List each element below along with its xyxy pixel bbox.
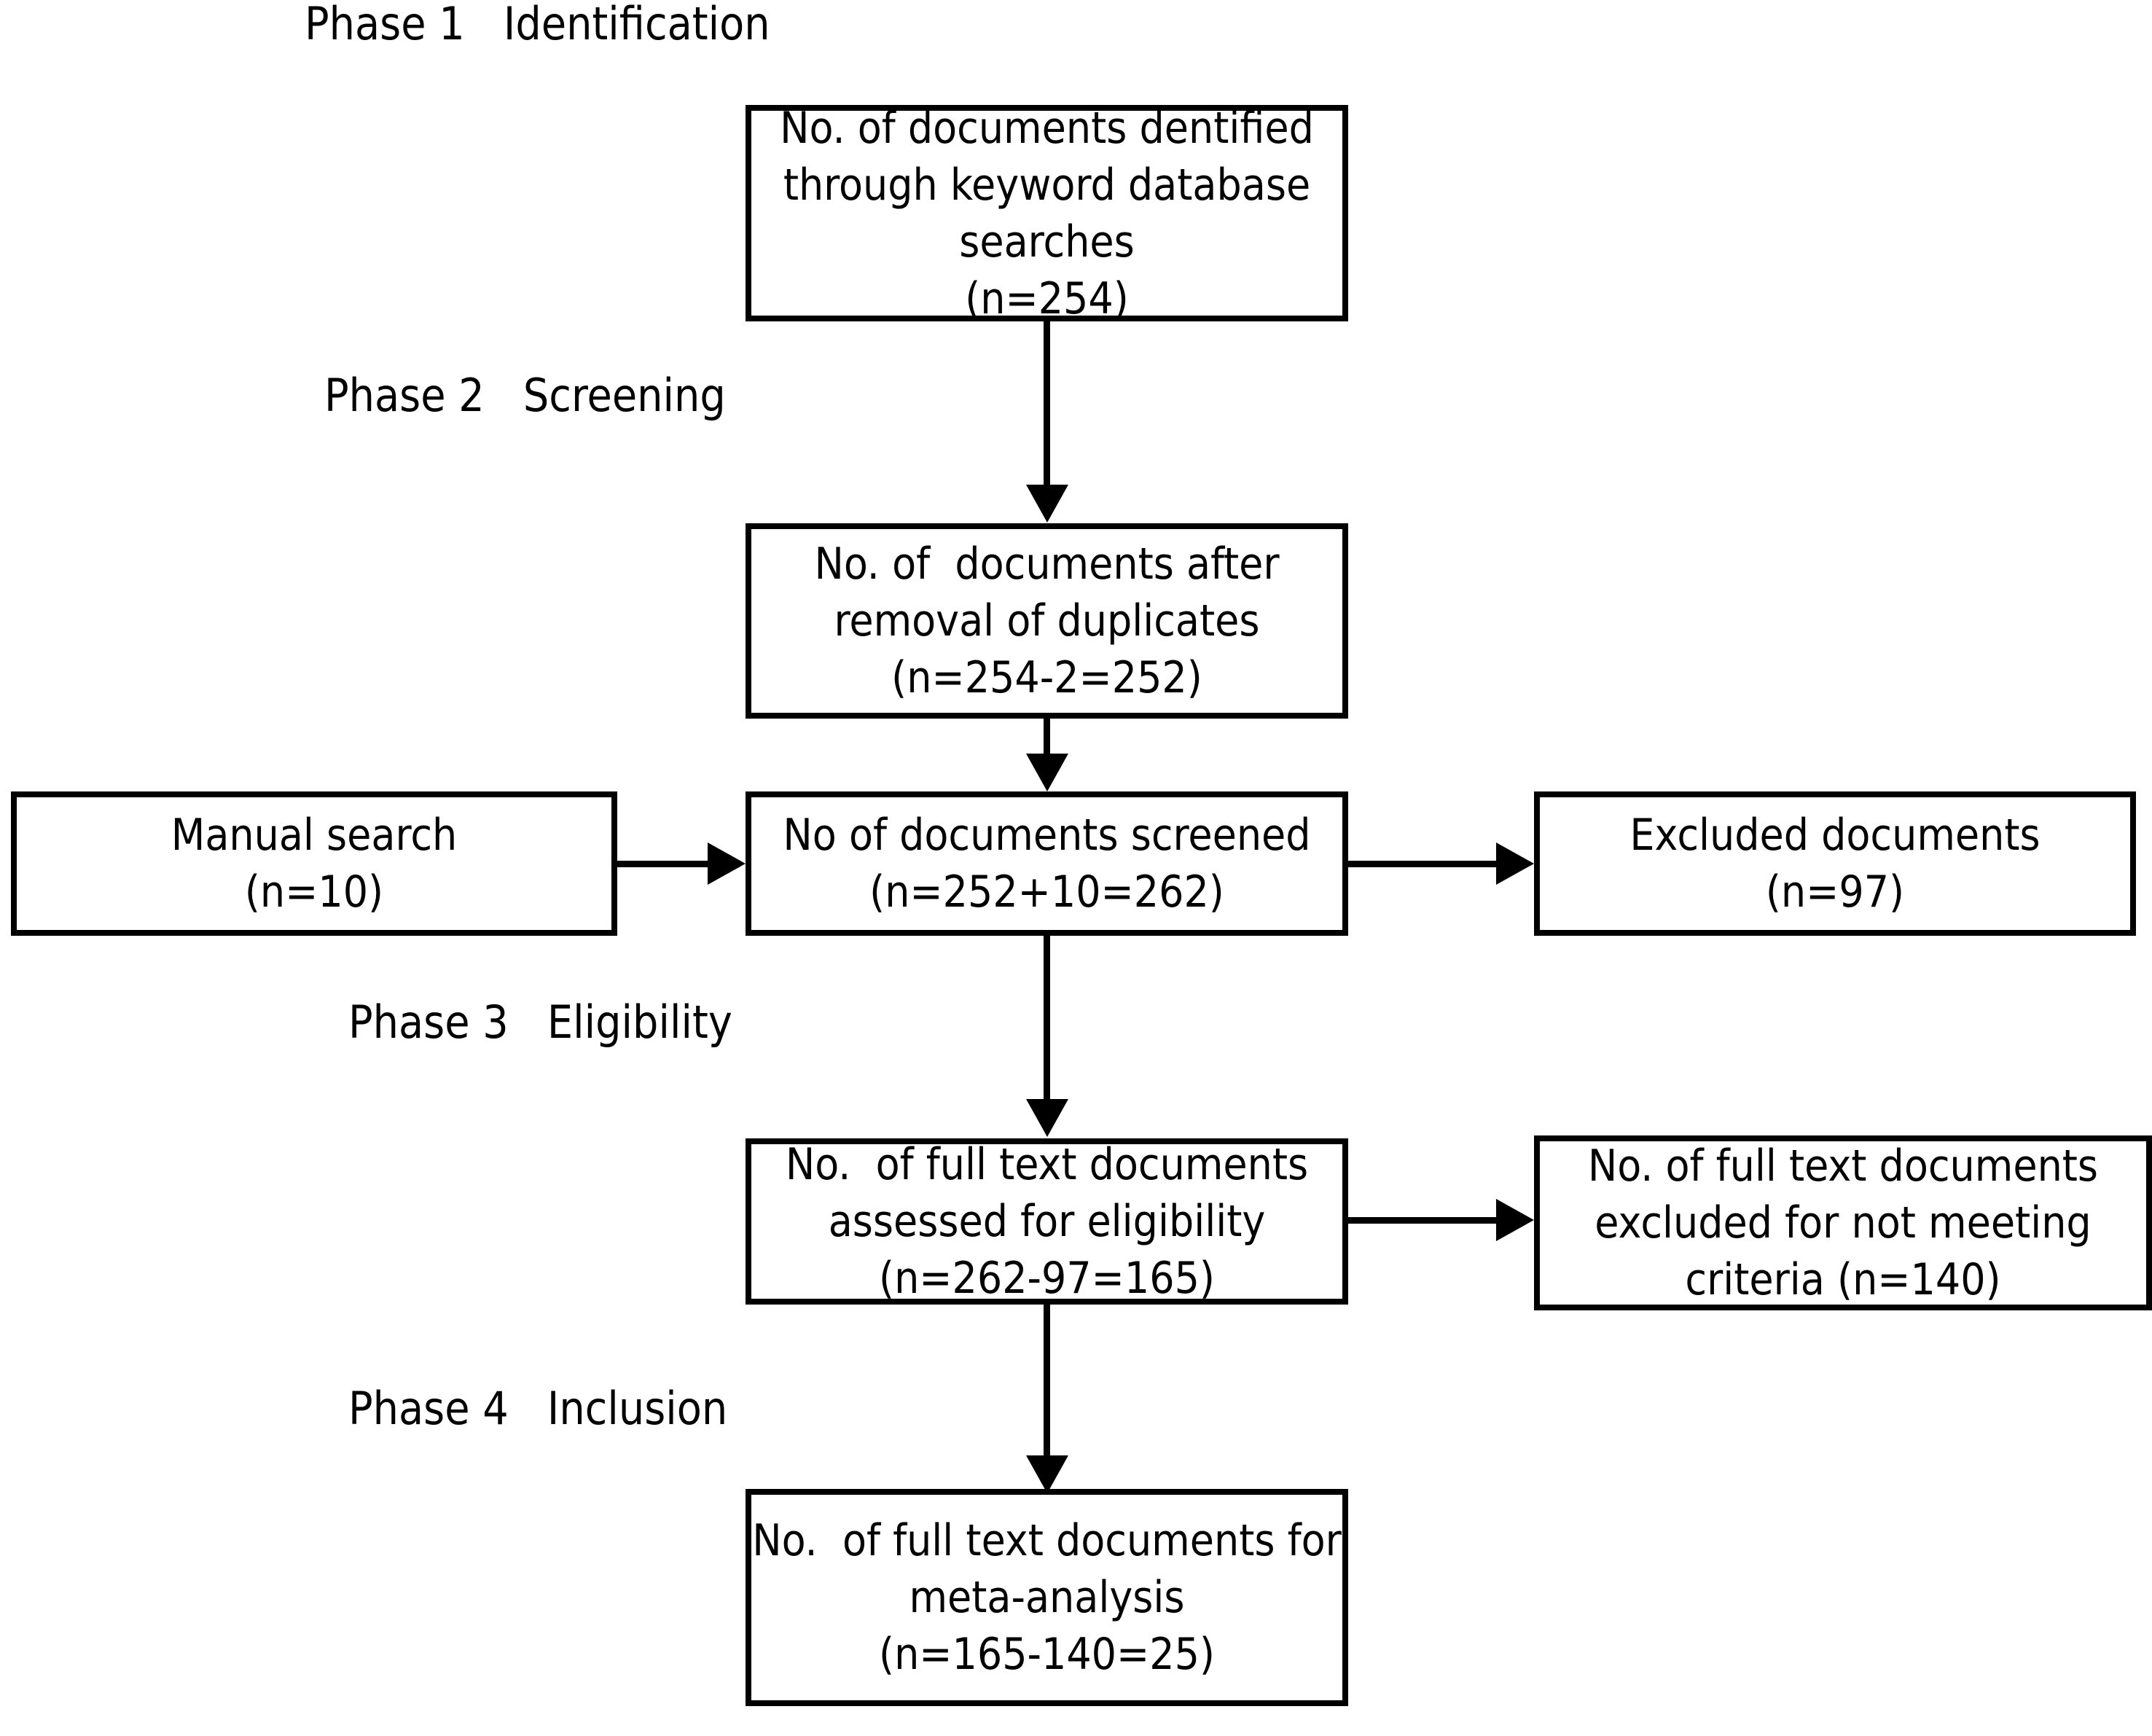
box-after-removal-of-duplicates: No. of documents after removal of duplic… bbox=[746, 523, 1348, 719]
box-excluded-not-meeting-criteria: No. of full text documents excluded for … bbox=[1534, 1135, 2152, 1310]
connector-screened-to-assessed-arrowhead bbox=[1026, 1099, 1068, 1137]
connector-assessed-to-included-line bbox=[1044, 1305, 1050, 1461]
box-excluded-documents-line-1: Excluded documents bbox=[1629, 810, 2041, 861]
box-after-removal-of-duplicates-count: (n=254-2=252) bbox=[891, 652, 1202, 703]
connector-screened-to-assessed-line bbox=[1044, 936, 1050, 1100]
connector-identified-to-after-duplicates-line bbox=[1044, 321, 1050, 486]
box-documents-identified-line-2: through keyword database bbox=[783, 159, 1311, 211]
box-documents-identified-line-1: No. of documents dentified bbox=[780, 102, 1314, 154]
box-manual-search-count: (n=10) bbox=[244, 867, 384, 918]
box-manual-search-line-1: Manual search bbox=[171, 810, 458, 861]
box-assessed-for-eligibility: No. of full text documents assessed for … bbox=[746, 1138, 1348, 1305]
connector-assessed-to-excluded-criteria-arrowhead bbox=[1496, 1199, 1534, 1241]
box-after-removal-of-duplicates-line-2: removal of duplicates bbox=[834, 595, 1260, 646]
box-after-removal-of-duplicates-line-1: No. of documents after bbox=[814, 539, 1280, 590]
box-assessed-for-eligibility-count: (n=262-97=165) bbox=[879, 1253, 1215, 1304]
box-excluded-not-meeting-criteria-count: criteria (n=140) bbox=[1685, 1254, 2001, 1305]
box-documents-identified-count: (n=254) bbox=[965, 273, 1129, 324]
phase-label-inclusion: Phase 4 Inclusion bbox=[348, 1382, 728, 1435]
connector-manual-search-to-screened-arrowhead bbox=[708, 842, 746, 885]
box-assessed-for-eligibility-line-2: assessed for eligibility bbox=[828, 1196, 1266, 1247]
box-documents-identified-line-3: searches bbox=[959, 216, 1135, 267]
connector-after-duplicates-to-screened-line bbox=[1044, 719, 1050, 757]
box-documents-screened-count: (n=252+10=262) bbox=[869, 867, 1224, 918]
box-excluded-not-meeting-criteria-line-2: excluded for not meeting bbox=[1595, 1197, 2092, 1248]
box-included-meta-analysis-line-1: No. of full text documents for bbox=[752, 1515, 1342, 1566]
connector-assessed-to-included-arrowhead bbox=[1026, 1455, 1068, 1493]
box-excluded-not-meeting-criteria-line-1: No. of full text documents bbox=[1587, 1141, 2099, 1192]
box-assessed-for-eligibility-line-1: No. of full text documents bbox=[785, 1139, 1309, 1190]
box-documents-screened-line-1: No of documents screened bbox=[783, 810, 1311, 861]
connector-screened-to-excluded-arrowhead bbox=[1496, 842, 1534, 885]
box-included-meta-analysis: No. of full text documents for meta-anal… bbox=[746, 1489, 1348, 1706]
box-documents-screened: No of documents screened (n=252+10=262) bbox=[746, 791, 1348, 936]
box-excluded-documents-count: (n=97) bbox=[1765, 867, 1905, 918]
box-included-meta-analysis-count: (n=165-140=25) bbox=[879, 1629, 1215, 1680]
box-documents-identified: No. of documents dentified through keywo… bbox=[746, 103, 1348, 324]
phase-label-eligibility: Phase 3 Eligibility bbox=[348, 996, 732, 1049]
box-excluded-documents: Excluded documents (n=97) bbox=[1534, 791, 2136, 936]
connector-screened-to-excluded-line bbox=[1348, 861, 1501, 867]
phase-label-screening: Phase 2 Screening bbox=[324, 369, 726, 422]
phase-label-identification: Phase 1 Identification bbox=[305, 0, 770, 50]
connector-identified-to-after-duplicates-arrowhead bbox=[1026, 485, 1068, 523]
box-included-meta-analysis-line-2: meta-analysis bbox=[909, 1572, 1185, 1623]
box-manual-search: Manual search (n=10) bbox=[11, 791, 617, 936]
connector-after-duplicates-to-screened-arrowhead bbox=[1026, 754, 1068, 791]
connector-manual-search-to-screened-line bbox=[617, 861, 712, 867]
connector-assessed-to-excluded-criteria-line bbox=[1348, 1217, 1501, 1224]
